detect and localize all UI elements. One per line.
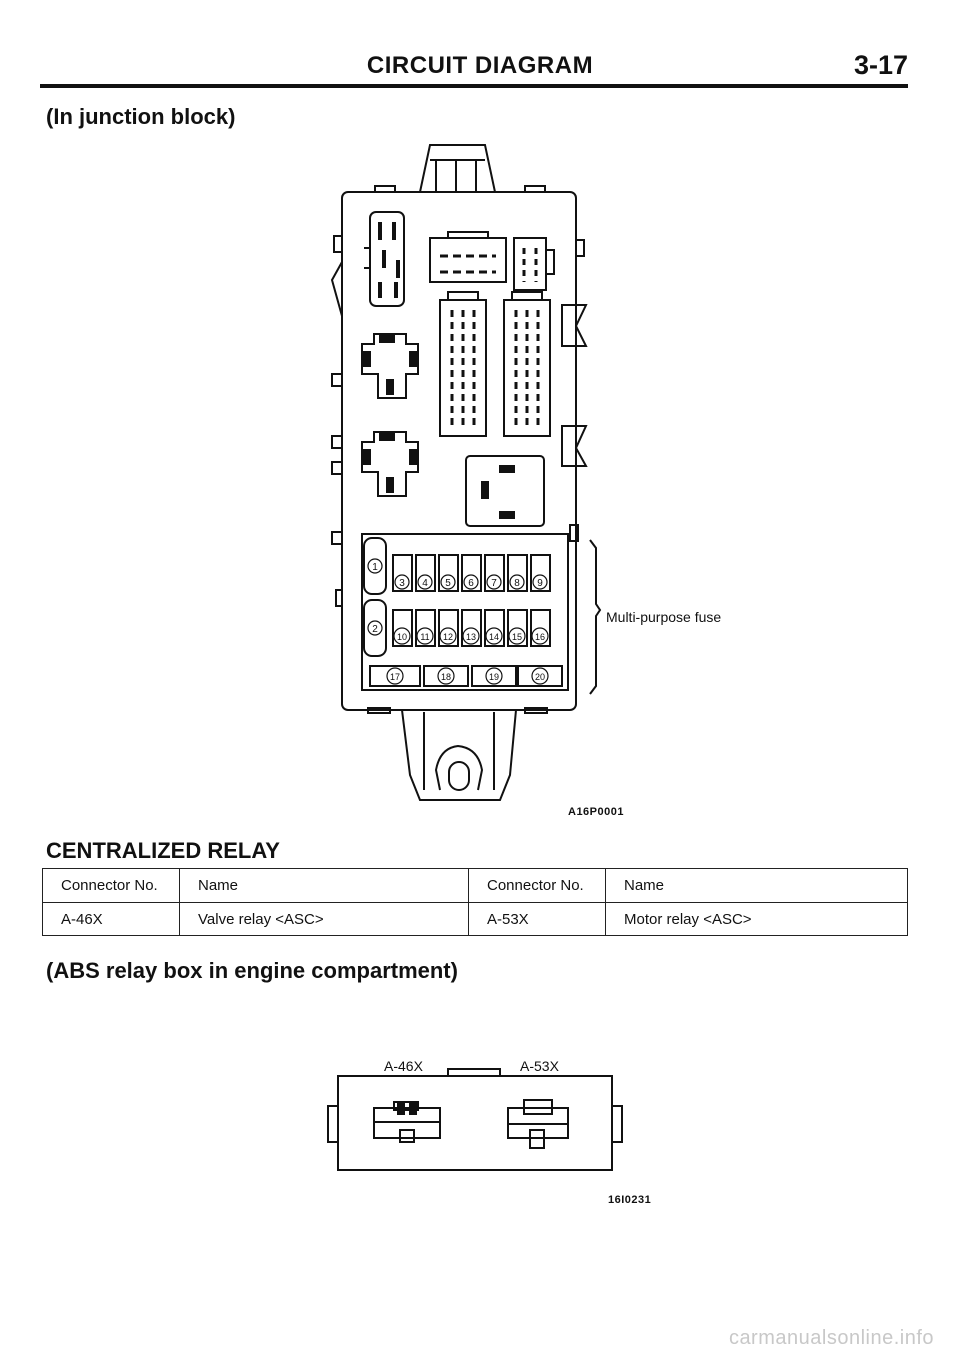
abs-label-right: A-53X bbox=[520, 1058, 559, 1074]
relay-socket-middle bbox=[465, 455, 545, 527]
table-cell: A-53X bbox=[468, 902, 606, 936]
column-header: Connector No. bbox=[42, 868, 180, 903]
page-title: CIRCUIT DIAGRAM bbox=[366, 52, 594, 79]
relay-socket-left-2 bbox=[361, 431, 419, 497]
fuse-label: 18 bbox=[441, 672, 451, 682]
junction-block-body bbox=[341, 191, 577, 711]
fuse-label: 12 bbox=[443, 632, 453, 642]
connector-large-right bbox=[503, 291, 551, 437]
relay-socket-a-53x bbox=[507, 1099, 569, 1149]
column-header: Name bbox=[605, 868, 908, 903]
column-header: Connector No. bbox=[468, 868, 606, 903]
table-cell: Motor relay <ASC> bbox=[605, 902, 908, 936]
fuse-label: 2 bbox=[372, 624, 378, 635]
connector-large-left bbox=[439, 291, 487, 437]
watermark: carmanualsonline.info bbox=[728, 1327, 934, 1349]
centralized-relay-heading: CENTRALIZED RELAY bbox=[46, 838, 280, 863]
fuse-label: 13 bbox=[466, 632, 476, 642]
table-cell: Valve relay <ASC> bbox=[179, 902, 469, 936]
fuse-row-middle bbox=[392, 609, 551, 647]
fuse-label: 10 bbox=[397, 632, 407, 642]
junction-block-heading: (In junction block) bbox=[46, 104, 236, 129]
fuse-area bbox=[361, 533, 569, 691]
fuse-label: 7 bbox=[491, 578, 497, 589]
fuse-label: 19 bbox=[489, 672, 499, 682]
fuse-bracket bbox=[589, 539, 602, 695]
left-mounting-tabs bbox=[330, 235, 343, 607]
top-connector-housing bbox=[419, 144, 496, 193]
fuse-label: 14 bbox=[489, 632, 499, 642]
header-rule bbox=[40, 84, 908, 88]
right-mounting-tabs bbox=[561, 239, 588, 542]
fuse-label: 5 bbox=[445, 578, 451, 589]
connector-top-right bbox=[513, 237, 555, 291]
abs-relay-box-heading: (ABS relay box in engine compartment) bbox=[46, 958, 458, 983]
relay-socket-upper-left bbox=[364, 211, 405, 307]
fuse-label: 17 bbox=[390, 672, 400, 682]
bottom-mounting-bracket bbox=[367, 707, 548, 801]
fuse-label: 6 bbox=[468, 578, 474, 589]
fuse-label: 11 bbox=[420, 632, 429, 642]
relay-table: Connector No. Name Connector No. Name A-… bbox=[42, 868, 908, 936]
relay-socket-left-1 bbox=[361, 333, 419, 399]
page-number: 3-17 bbox=[853, 50, 908, 80]
fuse-label: 8 bbox=[514, 578, 520, 589]
fuse-label: 4 bbox=[422, 578, 428, 589]
abs-label-left: A-46X bbox=[384, 1058, 423, 1074]
fuse-label: 15 bbox=[512, 632, 522, 642]
fuse-callout-label: Multi-purpose fuse bbox=[606, 609, 722, 625]
table-cell: A-46X bbox=[42, 902, 180, 936]
relay-socket-a-46x bbox=[373, 1101, 441, 1143]
fuse-row-top bbox=[392, 554, 551, 592]
fuse-number-labels: 1 2 3 4 5 6 7 8 9 10 11 12 13 14 15 16 1… bbox=[367, 558, 549, 685]
fuse-row-bottom bbox=[369, 665, 563, 687]
connector-top-middle bbox=[429, 231, 507, 283]
abs-figure-code: 16I0231 bbox=[608, 1194, 652, 1206]
figure-code: A16P0001 bbox=[568, 806, 624, 818]
fuse-label: 16 bbox=[535, 632, 545, 642]
fuse-label: 3 bbox=[399, 578, 405, 589]
fuse-label: 20 bbox=[535, 672, 545, 682]
junction-block-diagram bbox=[330, 144, 602, 801]
table-header-row: Connector No. Name Connector No. Name bbox=[42, 868, 908, 903]
fuse-label: 1 bbox=[372, 562, 378, 573]
fuse-label: 9 bbox=[537, 578, 543, 589]
table-row: A-46X Valve relay <ASC> A-53X Motor rela… bbox=[42, 902, 908, 936]
